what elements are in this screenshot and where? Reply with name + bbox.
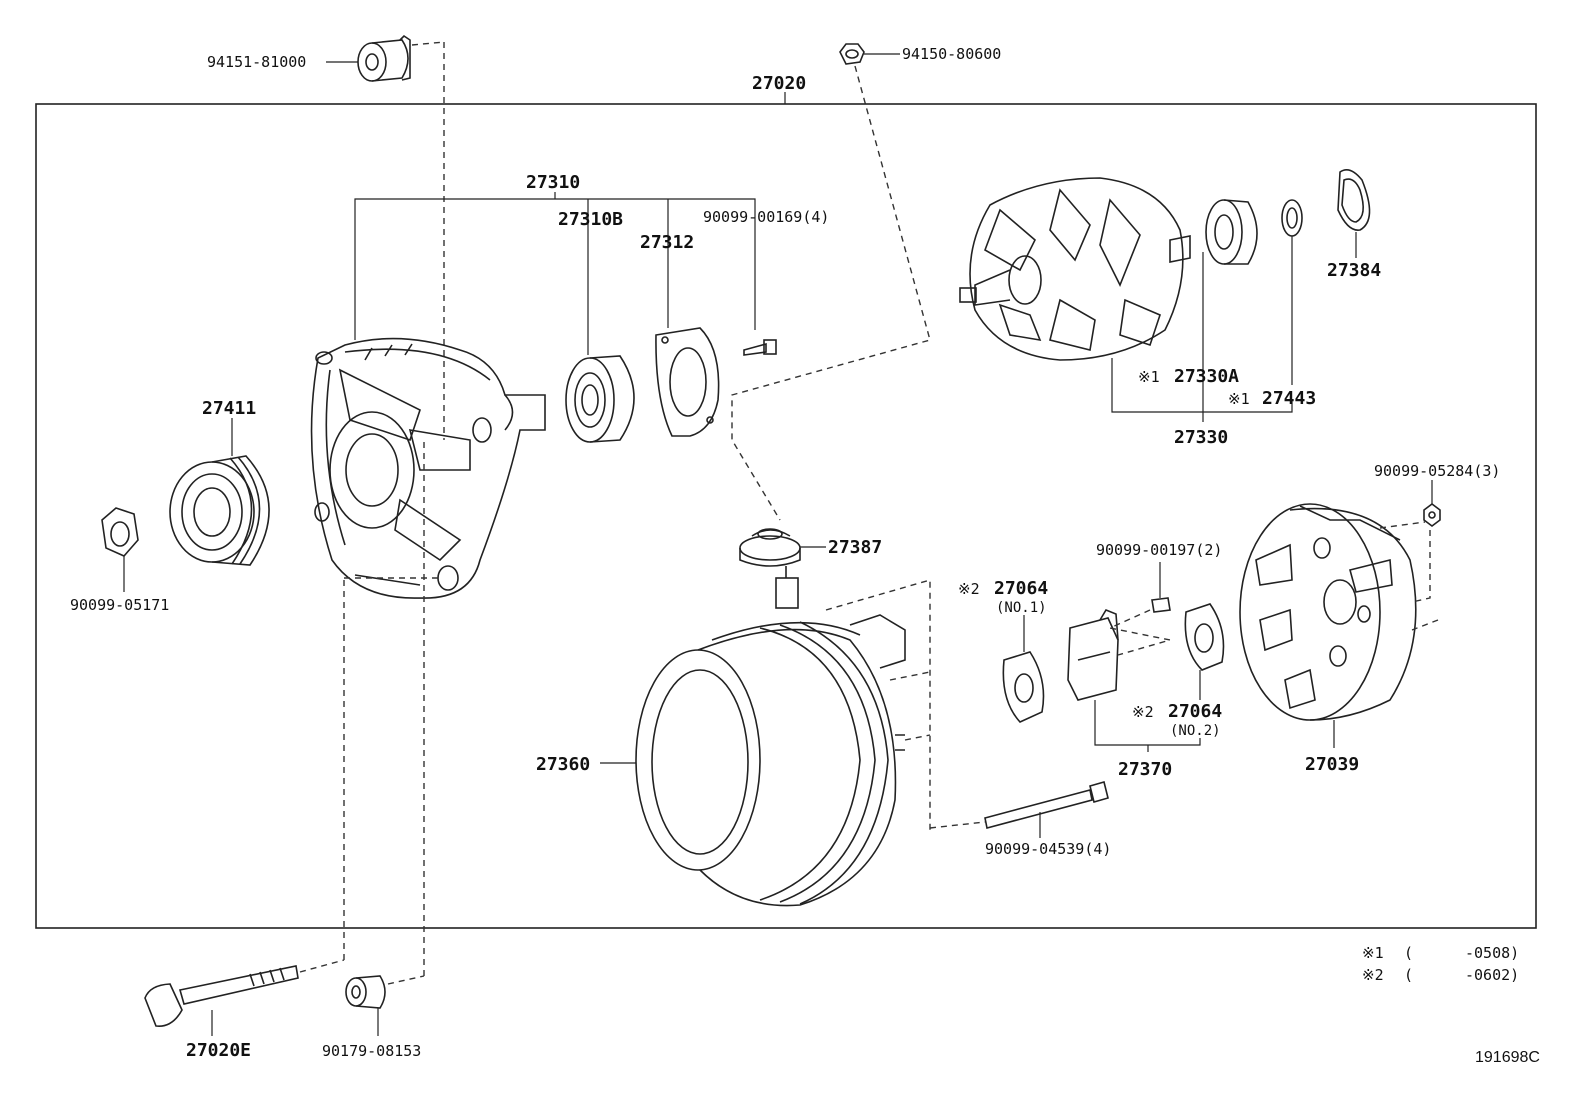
stator-housing-27360 [635, 566, 906, 907]
bolt-90099-04539 [984, 781, 1109, 829]
label-27064-no1: 27064 [994, 578, 1048, 599]
drive-end-frame [310, 337, 546, 599]
label-27387: 27387 [828, 537, 882, 558]
label-94150-80600: 94150-80600 [902, 45, 1001, 63]
rear-cover-27039 [1239, 503, 1417, 721]
note-2-open: ( [1404, 966, 1413, 984]
label-27330: 27330 [1174, 427, 1228, 448]
nut-94150-80600 [839, 43, 865, 65]
bearing-27330A [1205, 199, 1258, 265]
label-27064-no2-sub: (NO.2) [1170, 723, 1221, 739]
screw-90099-00197 [1151, 597, 1171, 613]
label-94151-81000: 94151-81000 [207, 53, 306, 71]
mark-1-27330A: ※1 [1138, 368, 1160, 386]
label-90099-00197: 90099-00197(2) [1096, 541, 1222, 559]
mark-2-27064-no2: ※2 [1132, 703, 1154, 721]
label-90099-05284: 90099-05284(3) [1374, 462, 1500, 480]
label-27443: 27443 [1262, 388, 1316, 409]
note-1-range: -0508) [1465, 944, 1519, 962]
note-1-open: ( [1404, 944, 1413, 962]
gasket-27064-no1 [1002, 651, 1045, 723]
label-27312: 27312 [640, 232, 694, 253]
washer-27443 [1281, 199, 1303, 237]
screw-90099-00169 [743, 339, 777, 356]
label-90099-05171: 90099-05171 [70, 596, 169, 614]
nut-90099-05284 [1423, 503, 1441, 527]
nut-90099-05171 [101, 507, 139, 557]
label-27330A: 27330A [1174, 366, 1239, 387]
brush-holder-27370 [1067, 609, 1119, 701]
retainer-plate-27312 [655, 327, 720, 437]
label-90179-08153: 90179-08153 [322, 1042, 421, 1060]
label-27064-no2: 27064 [1168, 701, 1222, 722]
note-2-mark: ※2 [1362, 966, 1384, 984]
label-27370: 27370 [1118, 759, 1172, 780]
note-2-range: -0602) [1465, 966, 1519, 984]
label-27360: 27360 [536, 754, 590, 775]
assembly-frame [35, 103, 1537, 929]
label-90099-00169: 90099-00169(4) [703, 208, 829, 226]
label-27310B: 27310B [558, 209, 623, 230]
label-27020: 27020 [752, 73, 806, 94]
note-1-mark: ※1 [1362, 944, 1384, 962]
label-27411: 27411 [202, 398, 256, 419]
bushing-94151-81000 [357, 34, 411, 82]
label-27064-no1-sub: (NO.1) [996, 600, 1047, 616]
cover-27384 [1337, 169, 1371, 231]
label-90099-04539: 90099-04539(4) [985, 840, 1111, 858]
insulator-27387 [739, 528, 801, 567]
bushing-90179-08153 [345, 975, 386, 1009]
pulley-27411 [169, 455, 270, 566]
label-27020E: 27020E [186, 1040, 251, 1061]
mark-2-27064-no1: ※2 [958, 580, 980, 598]
label-27039: 27039 [1305, 754, 1359, 775]
bolt-27020E [144, 965, 299, 1027]
gasket-27064-no2 [1184, 603, 1225, 671]
rotor-27330 [959, 177, 1191, 361]
label-27384: 27384 [1327, 260, 1381, 281]
bearing-27310B [565, 355, 635, 443]
figure-id: 191698C [1475, 1049, 1540, 1066]
mark-1-27443: ※1 [1228, 390, 1250, 408]
label-27310: 27310 [526, 172, 580, 193]
